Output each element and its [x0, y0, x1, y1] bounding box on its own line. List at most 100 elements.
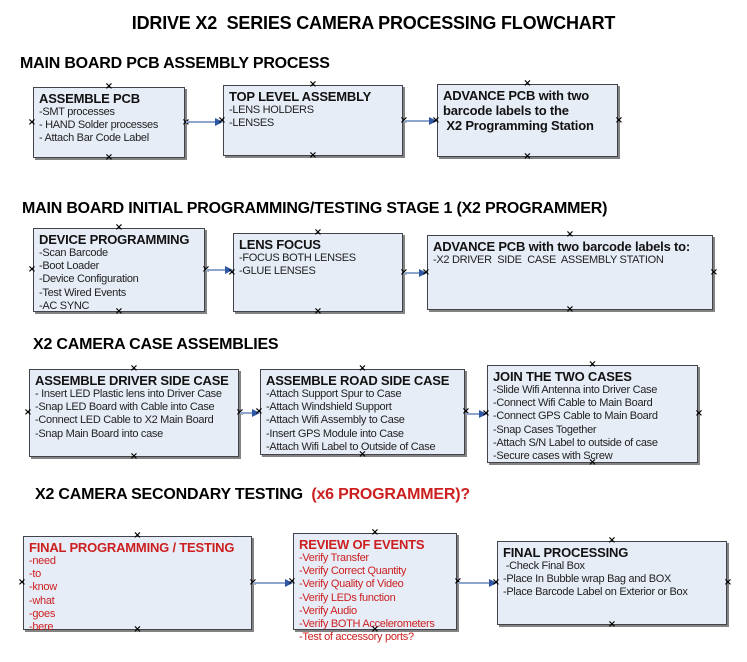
- flow-arrow: [466, 410, 487, 418]
- arrow-head-icon: [285, 579, 293, 587]
- box-title: JOIN THE TWO CASES: [493, 369, 632, 384]
- box-item: -Attach Windshield Support: [266, 401, 392, 414]
- connection-point-icon: ×: [23, 407, 33, 418]
- box-item: -Place In Bubble wrap Bag and BOX: [503, 573, 672, 586]
- arrow-line: [253, 582, 287, 584]
- arrow-head-icon: [215, 118, 223, 126]
- arrow-line: [458, 582, 491, 584]
- box-item: -know: [29, 581, 57, 594]
- connection-point-icon: ×: [709, 266, 719, 278]
- box-item: -Attach S/N Label to outside of case: [493, 436, 658, 449]
- flow-box-advance-pcb-case-assembly: × × × × ADVANCE PCB with two barcode lab…: [422, 230, 718, 315]
- box-title: FINAL PROGRAMMING / TESTING: [29, 540, 235, 555]
- box-item: -here: [29, 621, 54, 634]
- box-item: -Verify Quality of Video: [299, 578, 404, 591]
- box-item: -Connect GPS Cable to Main Board: [493, 410, 658, 423]
- heading-black-text: X2 CAMERA SECONDARY TESTING: [35, 486, 308, 503]
- box-title: ASSEMBLE ROAD SIDE CASE: [266, 373, 450, 388]
- box-item: -Test Wired Events: [39, 286, 126, 299]
- connection-point-icon: ×: [565, 304, 575, 315]
- box-item: -Test of accessory ports?: [299, 631, 414, 644]
- box-title: ASSEMBLE DRIVER SIDE CASE: [35, 373, 229, 388]
- heading-red-text: (x6 PROGRAMMER)?: [307, 486, 470, 503]
- box-item: -Secure cases with Screw: [493, 450, 613, 463]
- flowchart-title: IDRIVE X2 SERIES CAMERA PROCESSING FLOWC…: [131, 13, 616, 33]
- box-item: -Snap Cases Together: [493, 423, 597, 436]
- box-item: -Attach Support Spur to Case: [266, 388, 402, 400]
- flow-box-assemble-driver-side-case: × × × × ASSEMBLE DRIVER SIDE CASE - Inse…: [24, 364, 244, 462]
- connection-point-icon: ×: [27, 264, 37, 275]
- box-item: -Verify LEDs function: [299, 591, 396, 604]
- arrow-line: [404, 120, 431, 122]
- box-title: LENS FOCUS: [239, 237, 321, 252]
- box-title: REVIEW OF EVENTS: [299, 537, 425, 552]
- box-item: -Device Configuration: [39, 273, 139, 286]
- flow-box-advance-pcb-programming-station: × × × × ADVANCE PCB with two barcode lab…: [432, 79, 623, 162]
- flow-box-assemble-road-side-case: × × × × ASSEMBLE ROAD SIDE CASE -Attach …: [255, 364, 470, 460]
- arrow-head-icon: [225, 266, 233, 274]
- box-title: ASSEMBLE PCB: [39, 91, 140, 106]
- box-item: -Verify Audio: [299, 604, 357, 617]
- connection-point-icon: ×: [104, 152, 114, 163]
- box-item: -Attach Wifi Assembly to Case: [266, 414, 405, 427]
- box-title: ADVANCE PCB with two barcode labels to t…: [443, 88, 594, 133]
- box-item: -Connect LED Cable to X2 Main Board: [35, 414, 214, 427]
- arrow-line: [206, 269, 227, 271]
- box-item: -Check Final Box: [503, 560, 585, 572]
- box-title: ADVANCE PCB with two barcode labels to:: [433, 239, 691, 254]
- box-item: -X2 DRIVER SIDE CASE ASSEMBLY STATION: [433, 254, 664, 266]
- flow-arrow: [458, 579, 497, 587]
- connection-point-icon: ×: [27, 116, 37, 128]
- box-item: -LENSES: [229, 117, 274, 130]
- box-item: -FOCUS BOTH LENSES: [239, 252, 356, 264]
- box-item: - HAND Solder processes: [39, 119, 159, 132]
- box-item: -need: [29, 555, 56, 567]
- box-item: -Snap Main Board into case: [35, 427, 163, 440]
- box-item: -Verify Transfer: [299, 552, 369, 564]
- arrow-line: [186, 121, 217, 123]
- box-item: - Insert LED Plastic lens into Driver Ca…: [35, 388, 222, 400]
- flow-box-final-processing: × × × × FINAL PROCESSING -Check Final Bo…: [492, 536, 732, 630]
- section-heading-secondary-testing: X2 CAMERA SECONDARY TESTING (x6 PROGRAMM…: [35, 486, 470, 504]
- section-heading-pcb-assembly: MAIN BOARD PCB ASSEMBLY PROCESS: [20, 55, 330, 72]
- flow-arrow: [240, 409, 260, 417]
- box-item: -Insert GPS Module into Case: [266, 427, 404, 440]
- box-item: -Attach Wifi Label to Outside of Case: [266, 440, 436, 453]
- flow-arrow: [206, 266, 233, 274]
- connection-point-icon: ×: [129, 451, 139, 462]
- box-title: DEVICE PROGRAMMING: [39, 232, 190, 247]
- flow-arrow: [404, 269, 427, 277]
- flow-box-final-programming-testing: × × × × FINAL PROGRAMMING / TESTING -nee…: [18, 531, 257, 635]
- box-item: -AC SYNC: [39, 299, 90, 312]
- connection-point-icon: ×: [308, 150, 318, 161]
- flow-box-join-the-two-cases: × × × × JOIN THE TWO CASES -Slide Wifi A…: [482, 360, 703, 468]
- flow-box-top-level-assembly: × × × × TOP LEVEL ASSEMBLY -LENS HOLDERS…: [218, 80, 408, 161]
- box-item: - Attach Bar Code Label: [39, 132, 149, 145]
- flow-arrow: [186, 118, 223, 126]
- box-title: TOP LEVEL ASSEMBLY: [229, 89, 372, 104]
- box-item: -Verify BOTH Accelerometers: [299, 618, 435, 631]
- flow-box-review-of-events: × × × × REVIEW OF EVENTS -Verify Transfe…: [288, 528, 462, 644]
- arrow-head-icon: [489, 579, 497, 587]
- box-item: -to: [29, 568, 41, 581]
- connection-point-icon: ×: [523, 151, 532, 162]
- arrow-head-icon: [429, 117, 437, 125]
- flow-arrow: [253, 579, 293, 587]
- box-item: -Place Barcode Label on Exterior or Box: [503, 586, 688, 599]
- arrow-line: [240, 412, 254, 414]
- section-heading-case-assemblies: X2 CAMERA CASE ASSEMBLIES: [33, 336, 279, 353]
- box-item: -Slide Wifi Antenna into Driver Case: [493, 384, 658, 396]
- box-title: FINAL PROCESSING: [503, 545, 629, 560]
- flow-box-assemble-pcb: × × × × ASSEMBLE PCB -SMT processes - HA…: [28, 82, 190, 163]
- box-item: -SMT processes: [39, 106, 115, 118]
- connection-point-icon: ×: [607, 619, 617, 630]
- arrow-line: [466, 413, 481, 415]
- box-item: -goes: [29, 607, 56, 620]
- arrow-line: [404, 272, 421, 274]
- flow-box-device-programming: × × × × DEVICE PROGRAMMING -Scan Barcode…: [28, 223, 210, 317]
- flow-arrow: [404, 117, 437, 125]
- section-heading-initial-programming: MAIN BOARD INITIAL PROGRAMMING/TESTING S…: [22, 200, 608, 217]
- connection-point-icon: ×: [313, 306, 323, 317]
- connection-point-icon: ×: [17, 577, 27, 588]
